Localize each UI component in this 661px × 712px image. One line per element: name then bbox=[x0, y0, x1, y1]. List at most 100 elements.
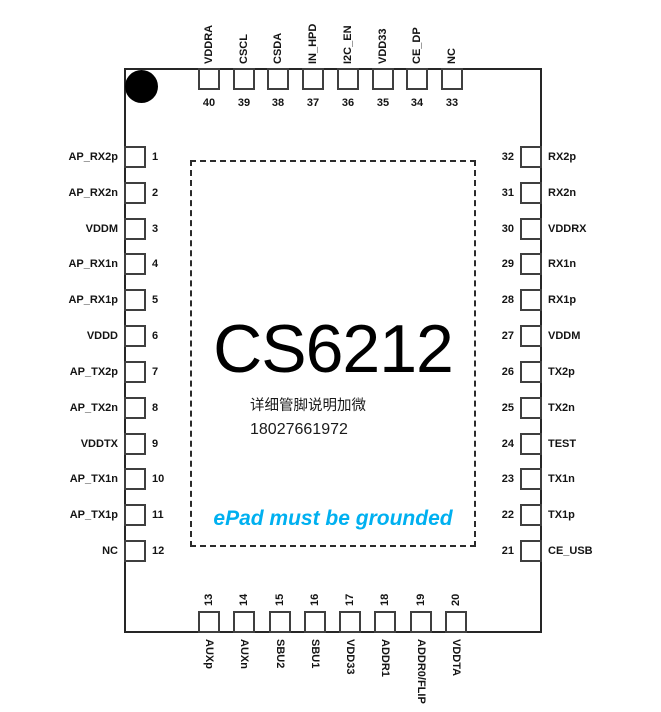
pin-1-box bbox=[124, 146, 146, 168]
pin-38-box bbox=[267, 68, 289, 90]
pin-19-box bbox=[410, 611, 432, 633]
pin-27-box bbox=[520, 325, 542, 347]
pin-14-label: AUXn bbox=[238, 639, 250, 669]
pin-34-number: 34 bbox=[410, 97, 424, 109]
pin-24-label: TEST bbox=[548, 438, 577, 450]
pin-26-label: TX2p bbox=[548, 366, 575, 378]
pin-33-box bbox=[441, 68, 463, 90]
pin-30-label: VDDRX bbox=[548, 223, 587, 235]
pin-37-label: IN_HPD bbox=[307, 23, 319, 64]
pin-34-box bbox=[406, 68, 428, 90]
pin-29-label: RX1n bbox=[548, 258, 577, 270]
pin-10-number: 10 bbox=[152, 473, 165, 485]
pin-4-label: AP_RX1n bbox=[68, 258, 118, 270]
pin-2-box bbox=[124, 182, 146, 204]
pin-40-label: VDDRA bbox=[203, 24, 215, 64]
pin-11-box bbox=[124, 504, 146, 526]
pin-23-label: TX1n bbox=[548, 473, 575, 485]
pin-25-label: TX2n bbox=[548, 402, 575, 414]
pin-32-label: RX2p bbox=[548, 151, 577, 163]
pin-40-number: 40 bbox=[202, 97, 216, 109]
pin-8-box bbox=[124, 397, 146, 419]
pin-35-label: VDD33 bbox=[377, 28, 389, 64]
pin-1-label: AP_RX2p bbox=[68, 151, 118, 163]
pin-20-box bbox=[445, 611, 467, 633]
pin-6-number: 6 bbox=[152, 330, 159, 342]
pin-17-label: VDD33 bbox=[344, 639, 356, 675]
pin-12-box bbox=[124, 540, 146, 562]
pin1-marker-dot bbox=[125, 70, 158, 103]
pin-30-number: 30 bbox=[501, 223, 514, 235]
pin-7-number: 7 bbox=[152, 366, 159, 378]
pin-24-box bbox=[520, 433, 542, 455]
pin-9-number: 9 bbox=[152, 438, 159, 450]
pin-13-number: 13 bbox=[203, 593, 215, 606]
pin-18-box bbox=[374, 611, 396, 633]
pin-31-label: RX2n bbox=[548, 187, 577, 199]
pin-5-number: 5 bbox=[152, 294, 159, 306]
pin-16-label: SBU1 bbox=[309, 639, 321, 669]
pin-17-number: 17 bbox=[344, 593, 356, 606]
pin-13-label: AUXp bbox=[203, 639, 215, 669]
pin-5-label: AP_RX1p bbox=[68, 294, 118, 306]
pin-25-number: 25 bbox=[501, 402, 514, 414]
pin-37-number: 37 bbox=[306, 97, 320, 109]
wechat-note: 详细管脚说明加微 bbox=[250, 398, 366, 414]
pin-8-label: AP_TX2n bbox=[69, 402, 118, 414]
pin-38-number: 38 bbox=[271, 97, 285, 109]
pin-27-label: VDDM bbox=[548, 330, 581, 342]
pin-15-label: SBU2 bbox=[274, 639, 286, 669]
pin-30-box bbox=[520, 218, 542, 240]
pin-16-number: 16 bbox=[309, 593, 321, 606]
pin-33-number: 33 bbox=[445, 97, 459, 109]
pin-25-box bbox=[520, 397, 542, 419]
pin-14-box bbox=[233, 611, 255, 633]
pin-35-number: 35 bbox=[376, 97, 390, 109]
chip-name: CS6212 bbox=[213, 311, 454, 387]
pin-22-label: TX1p bbox=[548, 509, 575, 521]
pin-15-box bbox=[269, 611, 291, 633]
pin-6-label: VDDD bbox=[86, 330, 118, 342]
pin-5-box bbox=[124, 289, 146, 311]
pin-39-label: CSCL bbox=[238, 34, 250, 64]
pin-34-label: CE_DP bbox=[411, 27, 423, 64]
pin-32-number: 32 bbox=[501, 151, 514, 163]
pin-9-label: VDDTX bbox=[80, 438, 118, 450]
pin-12-label: NC bbox=[102, 545, 118, 557]
pin-21-label: CE_USB bbox=[548, 545, 593, 557]
pin-3-number: 3 bbox=[152, 223, 159, 235]
pin-3-label: VDDM bbox=[85, 223, 118, 235]
pin-11-number: 11 bbox=[152, 509, 164, 521]
pin-18-number: 18 bbox=[379, 593, 391, 606]
pin-7-label: AP_TX2p bbox=[69, 366, 118, 378]
pin-4-box bbox=[124, 253, 146, 275]
pin-2-label: AP_RX2n bbox=[68, 187, 118, 199]
pin-19-label: ADDR0/FLIP bbox=[415, 639, 427, 704]
pin-27-number: 27 bbox=[501, 330, 514, 342]
pin-4-number: 4 bbox=[152, 258, 159, 270]
pin-12-number: 12 bbox=[152, 545, 165, 557]
pin-36-label: I2C_EN bbox=[342, 25, 354, 64]
pin-16-box bbox=[304, 611, 326, 633]
pin-9-box bbox=[124, 433, 146, 455]
pin-18-label: ADDR1 bbox=[379, 639, 391, 677]
pin-35-box bbox=[372, 68, 394, 90]
pin-39-number: 39 bbox=[237, 97, 251, 109]
pin-21-number: 21 bbox=[501, 545, 514, 557]
pin-10-box bbox=[124, 468, 146, 490]
pin-40-box bbox=[198, 68, 220, 90]
pin-24-number: 24 bbox=[501, 438, 514, 450]
pin-31-number: 31 bbox=[501, 187, 514, 199]
pin-19-number: 19 bbox=[415, 593, 427, 606]
pin-29-number: 29 bbox=[501, 258, 514, 270]
pin-10-label: AP_TX1n bbox=[69, 473, 118, 485]
package-outline bbox=[124, 68, 542, 633]
pin-32-box bbox=[520, 146, 542, 168]
pin-33-label: NC bbox=[446, 48, 458, 64]
pin-39-box bbox=[233, 68, 255, 90]
pin-13-box bbox=[198, 611, 220, 633]
pin-38-label: CSDA bbox=[272, 32, 284, 64]
phone-number: 18027661972 bbox=[250, 421, 348, 438]
pin-11-label: AP_TX1p bbox=[69, 509, 118, 521]
